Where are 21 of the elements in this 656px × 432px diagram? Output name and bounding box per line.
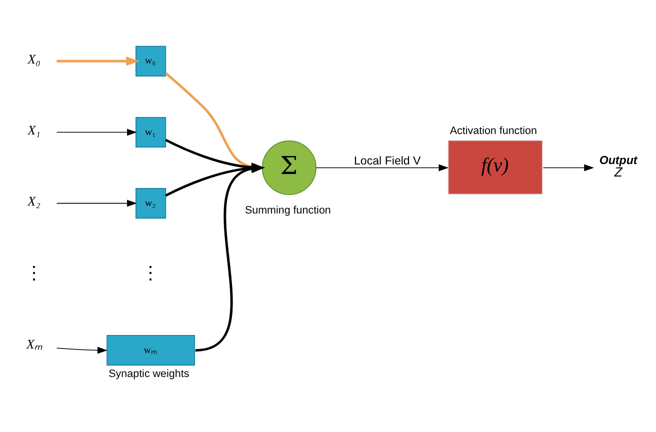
node-label: Synaptic weights: [108, 368, 190, 380]
node-label: Activation function: [450, 124, 537, 137]
node-box: w₁: [136, 116, 166, 148]
node-box: w₂: [136, 188, 166, 218]
label: ⋮: [25, 262, 44, 282]
label: ⋮: [142, 262, 160, 282]
node-text: X₁: [28, 122, 40, 138]
node-text: X₀: [28, 50, 40, 66]
arrow: [56, 199, 137, 206]
arrow: [542, 164, 594, 171]
arrow: [316, 164, 449, 171]
node-box: w₀: [136, 45, 166, 76]
arrow: [56, 56, 140, 66]
node-text: Xₘ: [26, 336, 43, 352]
node-label: Output: [599, 154, 638, 166]
node-text: X₂: [28, 193, 40, 208]
arrow: [56, 128, 137, 136]
node-label: Summing function: [244, 204, 331, 216]
arrow: [56, 346, 108, 354]
node-circle: Σ: [262, 140, 316, 195]
edge-label: Local Field V: [354, 155, 421, 168]
